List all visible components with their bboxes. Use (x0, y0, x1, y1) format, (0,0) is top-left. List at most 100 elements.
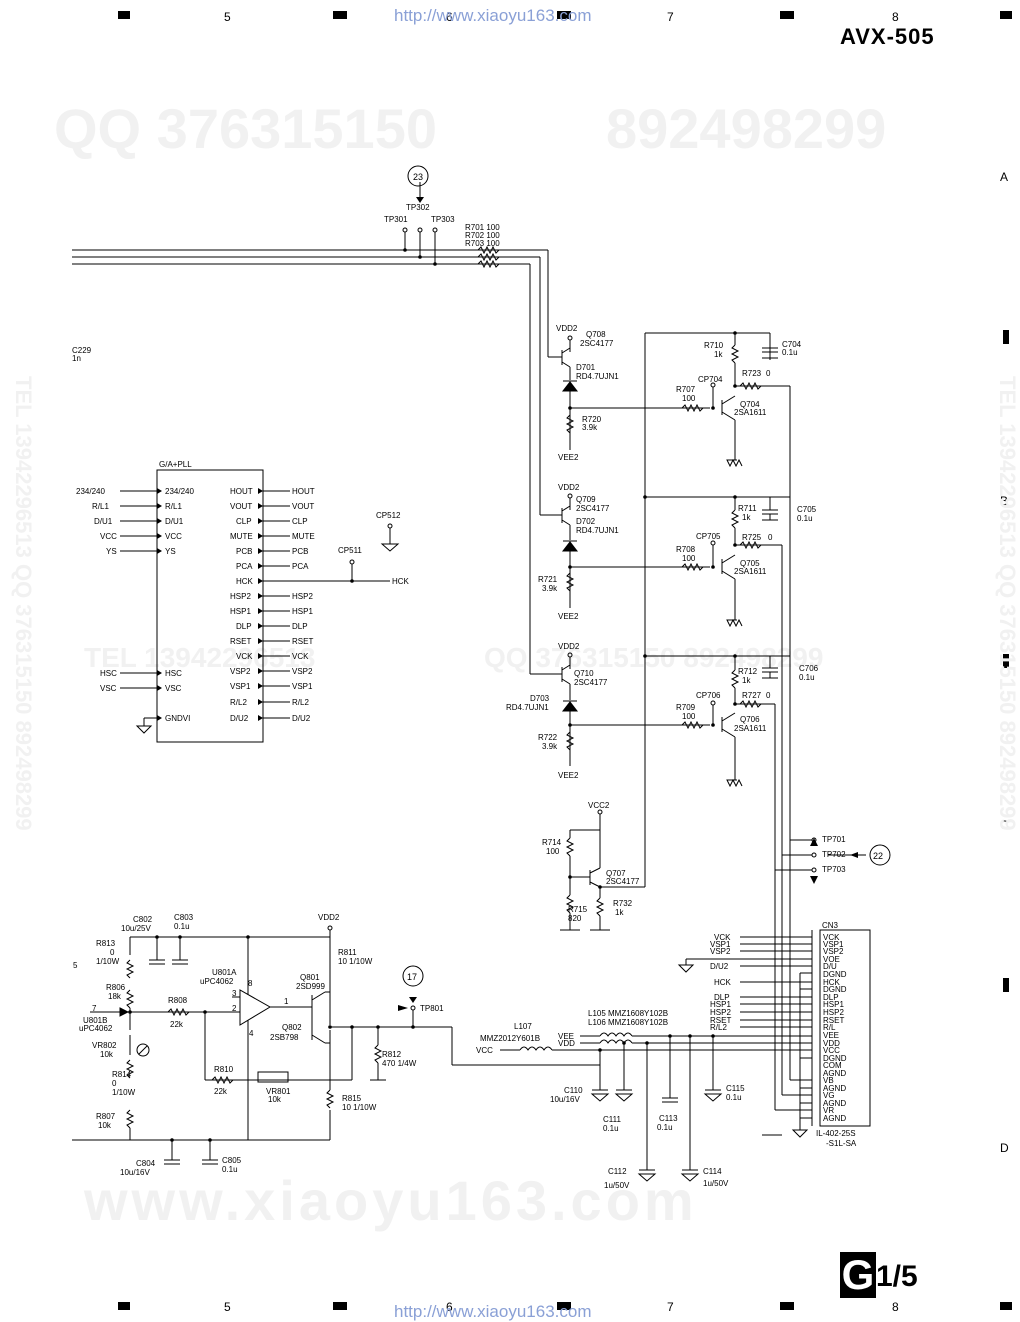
border-mark (780, 1302, 794, 1310)
column-number: 5 (224, 10, 231, 24)
watermark-qq: QQ 376315150 (54, 97, 437, 160)
ic-left-pin: D/U1 (165, 517, 184, 526)
ic-right-ext: VSP1 (292, 682, 313, 691)
tp302-label: TP302 (406, 203, 430, 212)
label: 2SA1611 (734, 567, 767, 576)
border-mark (780, 11, 794, 19)
cn3-pin: COM (823, 1061, 842, 1070)
cn3-ext: VSP2 (710, 947, 731, 956)
label: R725 (742, 533, 762, 542)
cn3-pin: AGND (823, 1084, 846, 1093)
label: RD4.7UJN1 (576, 372, 619, 381)
label: uPC4062 (200, 977, 234, 986)
label: R806 (106, 983, 126, 992)
border-mark (557, 11, 571, 19)
label: 1 (284, 997, 289, 1006)
label: Q802 (282, 1023, 302, 1032)
ic-right-pin: VCK (236, 652, 253, 661)
sheet-letter: G (840, 1251, 876, 1298)
label: R714 (542, 838, 562, 847)
ic-right-ext: DLP (292, 622, 308, 631)
label: VDD2 (556, 324, 578, 333)
label: 0 (766, 691, 771, 700)
ic-left-ext: VCC (100, 532, 117, 541)
cn3-pin: VCC (823, 1046, 840, 1055)
column-number: 7 (667, 10, 674, 24)
column-number: 7 (667, 1300, 674, 1314)
label: RD4.7UJN1 (506, 703, 549, 712)
label: 2SD999 (296, 982, 325, 991)
cn3-pin: VB (823, 1076, 834, 1085)
ic-right-ext: PCA (292, 562, 309, 571)
marker-22: 22 (873, 851, 883, 861)
cn3-pin: VDD (823, 1039, 840, 1048)
cn3-pin: RSET (823, 1016, 844, 1025)
cn3-pin: HCK (823, 978, 841, 987)
row-letter: D (1000, 1141, 1009, 1155)
cn3-pin: D/U (823, 962, 837, 971)
cn3-ext: DLP (714, 993, 730, 1002)
label: R721 (538, 575, 558, 584)
ic-right-ext: RSET (292, 637, 313, 646)
label: C706 (799, 664, 819, 673)
label: Q707 (606, 869, 626, 878)
label: C110 (564, 1086, 583, 1095)
ic-right-ext: VOUT (292, 502, 314, 511)
label: R709 (676, 703, 696, 712)
label: C805 (222, 1156, 242, 1165)
cn3-pin: AGND (823, 1114, 846, 1123)
label: 22k (170, 1020, 184, 1029)
label: 4 (249, 1029, 254, 1038)
ic-right-ext: HOUT (292, 487, 315, 496)
label: 1u/50V (604, 1181, 630, 1190)
label: 100 (682, 394, 696, 403)
label: R707 (676, 385, 696, 394)
label: R712 (738, 667, 758, 676)
label: 0.1u (797, 514, 813, 523)
row-letter: B (1000, 494, 1009, 508)
cn3-part: -S1L-SA (826, 1139, 857, 1148)
cn3-ext: VCK (714, 933, 731, 942)
cn3-ext: HSP2 (710, 1008, 731, 1017)
label: R815 (342, 1094, 362, 1103)
ic-right-pin: PCB (236, 547, 252, 556)
cn3-pin: AGND (823, 1099, 846, 1108)
label: C114 (703, 1167, 722, 1176)
tp301-label: TP301 (384, 215, 408, 224)
ic-right-ext: HSP2 (292, 592, 313, 601)
label: CP706 (696, 691, 721, 700)
cn3-pin: DGND (823, 970, 847, 979)
header-url[interactable]: http://www.xiaoyu163.com (394, 6, 592, 25)
ic-right-pin: CLP (236, 517, 252, 526)
label: 100 (682, 554, 696, 563)
cn3-part: IL-402-25S (816, 1129, 856, 1138)
border-mark (557, 1302, 571, 1310)
cn3-pin: VSP1 (823, 940, 844, 949)
cp512-label: CP512 (376, 511, 401, 520)
ic-right-ext: HSP1 (292, 607, 313, 616)
label: MMZ2012Y601B (480, 1034, 540, 1043)
cn3-pin: DGND (823, 1054, 847, 1063)
label: 2SC4177 (606, 877, 640, 886)
ic-right-pin: R/L2 (230, 698, 247, 707)
footer-url[interactable]: http://www.xiaoyu163.com (394, 1302, 592, 1321)
label: 7 (92, 1004, 97, 1013)
label: 1k (742, 513, 751, 522)
label: 10u/25V (121, 924, 151, 933)
ic-right-ext: R/L2 (292, 698, 309, 707)
ic-right-ext: HCK (392, 577, 410, 586)
label: R812 (382, 1050, 402, 1059)
label: R732 (613, 899, 633, 908)
label: Q704 (740, 400, 760, 409)
cn3-pin: VR (823, 1106, 834, 1115)
ic-right-ext: VCK (292, 652, 309, 661)
watermark-tel: TEL 13942296513 (84, 642, 316, 673)
label: 0.1u (657, 1123, 673, 1132)
label: 1u/50V (703, 1179, 729, 1188)
label: 0 (768, 533, 773, 542)
ic-left-pin: GNDVI (165, 714, 190, 723)
label: 3.9k (542, 584, 558, 593)
cn3-ext: R/L2 (710, 1023, 727, 1032)
label: C804 (136, 1159, 156, 1168)
label: 1k (742, 676, 751, 685)
